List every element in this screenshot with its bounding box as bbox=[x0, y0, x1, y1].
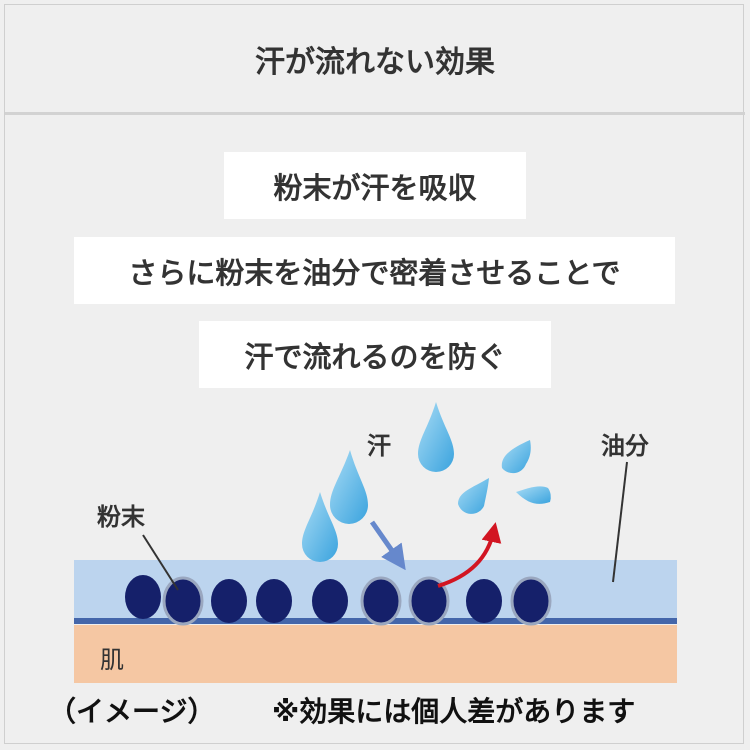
sweat-drop-icon bbox=[330, 450, 368, 524]
sweat-drop-icon bbox=[418, 402, 454, 472]
sweat-label: 汗 bbox=[367, 432, 391, 460]
skin-layer bbox=[74, 625, 677, 683]
powder-particle bbox=[466, 579, 502, 623]
oil-leader-line bbox=[612, 461, 628, 583]
powder-particle bbox=[312, 579, 348, 623]
page-title: 汗が流れない効果 bbox=[5, 5, 745, 115]
powder-particle bbox=[125, 575, 161, 619]
sweat-drop-icon bbox=[516, 486, 551, 504]
powder-particle bbox=[510, 576, 552, 626]
sweat-drop-icon bbox=[458, 478, 489, 514]
powder-particle bbox=[162, 576, 204, 626]
skin-label: 肌 bbox=[100, 646, 124, 674]
powder-particle bbox=[360, 576, 402, 626]
powder-leader-line bbox=[142, 534, 179, 591]
powder-particle bbox=[211, 579, 247, 623]
powder-particle bbox=[256, 579, 292, 623]
disclaimer-text: ※効果には個人差があります bbox=[272, 695, 636, 728]
image-frame bbox=[4, 4, 744, 744]
repel-arrow-icon bbox=[437, 522, 502, 588]
powder-particle bbox=[408, 576, 450, 626]
image-note: （イメージ） bbox=[48, 695, 216, 728]
powder-label: 粉末 bbox=[97, 503, 145, 531]
caption-prevent: 汗で流れるのを防ぐ bbox=[199, 321, 551, 388]
absorb-arrow-icon bbox=[369, 520, 406, 571]
caption-absorb: 粉末が汗を吸収 bbox=[224, 152, 526, 219]
caption-adhere: さらに粉末を油分で密着させることで bbox=[74, 237, 675, 304]
oil-label: 油分 bbox=[601, 432, 649, 460]
powder-particles bbox=[125, 575, 552, 626]
sweat-drop-icon bbox=[302, 492, 338, 562]
sweat-drop-icon bbox=[501, 440, 531, 474]
